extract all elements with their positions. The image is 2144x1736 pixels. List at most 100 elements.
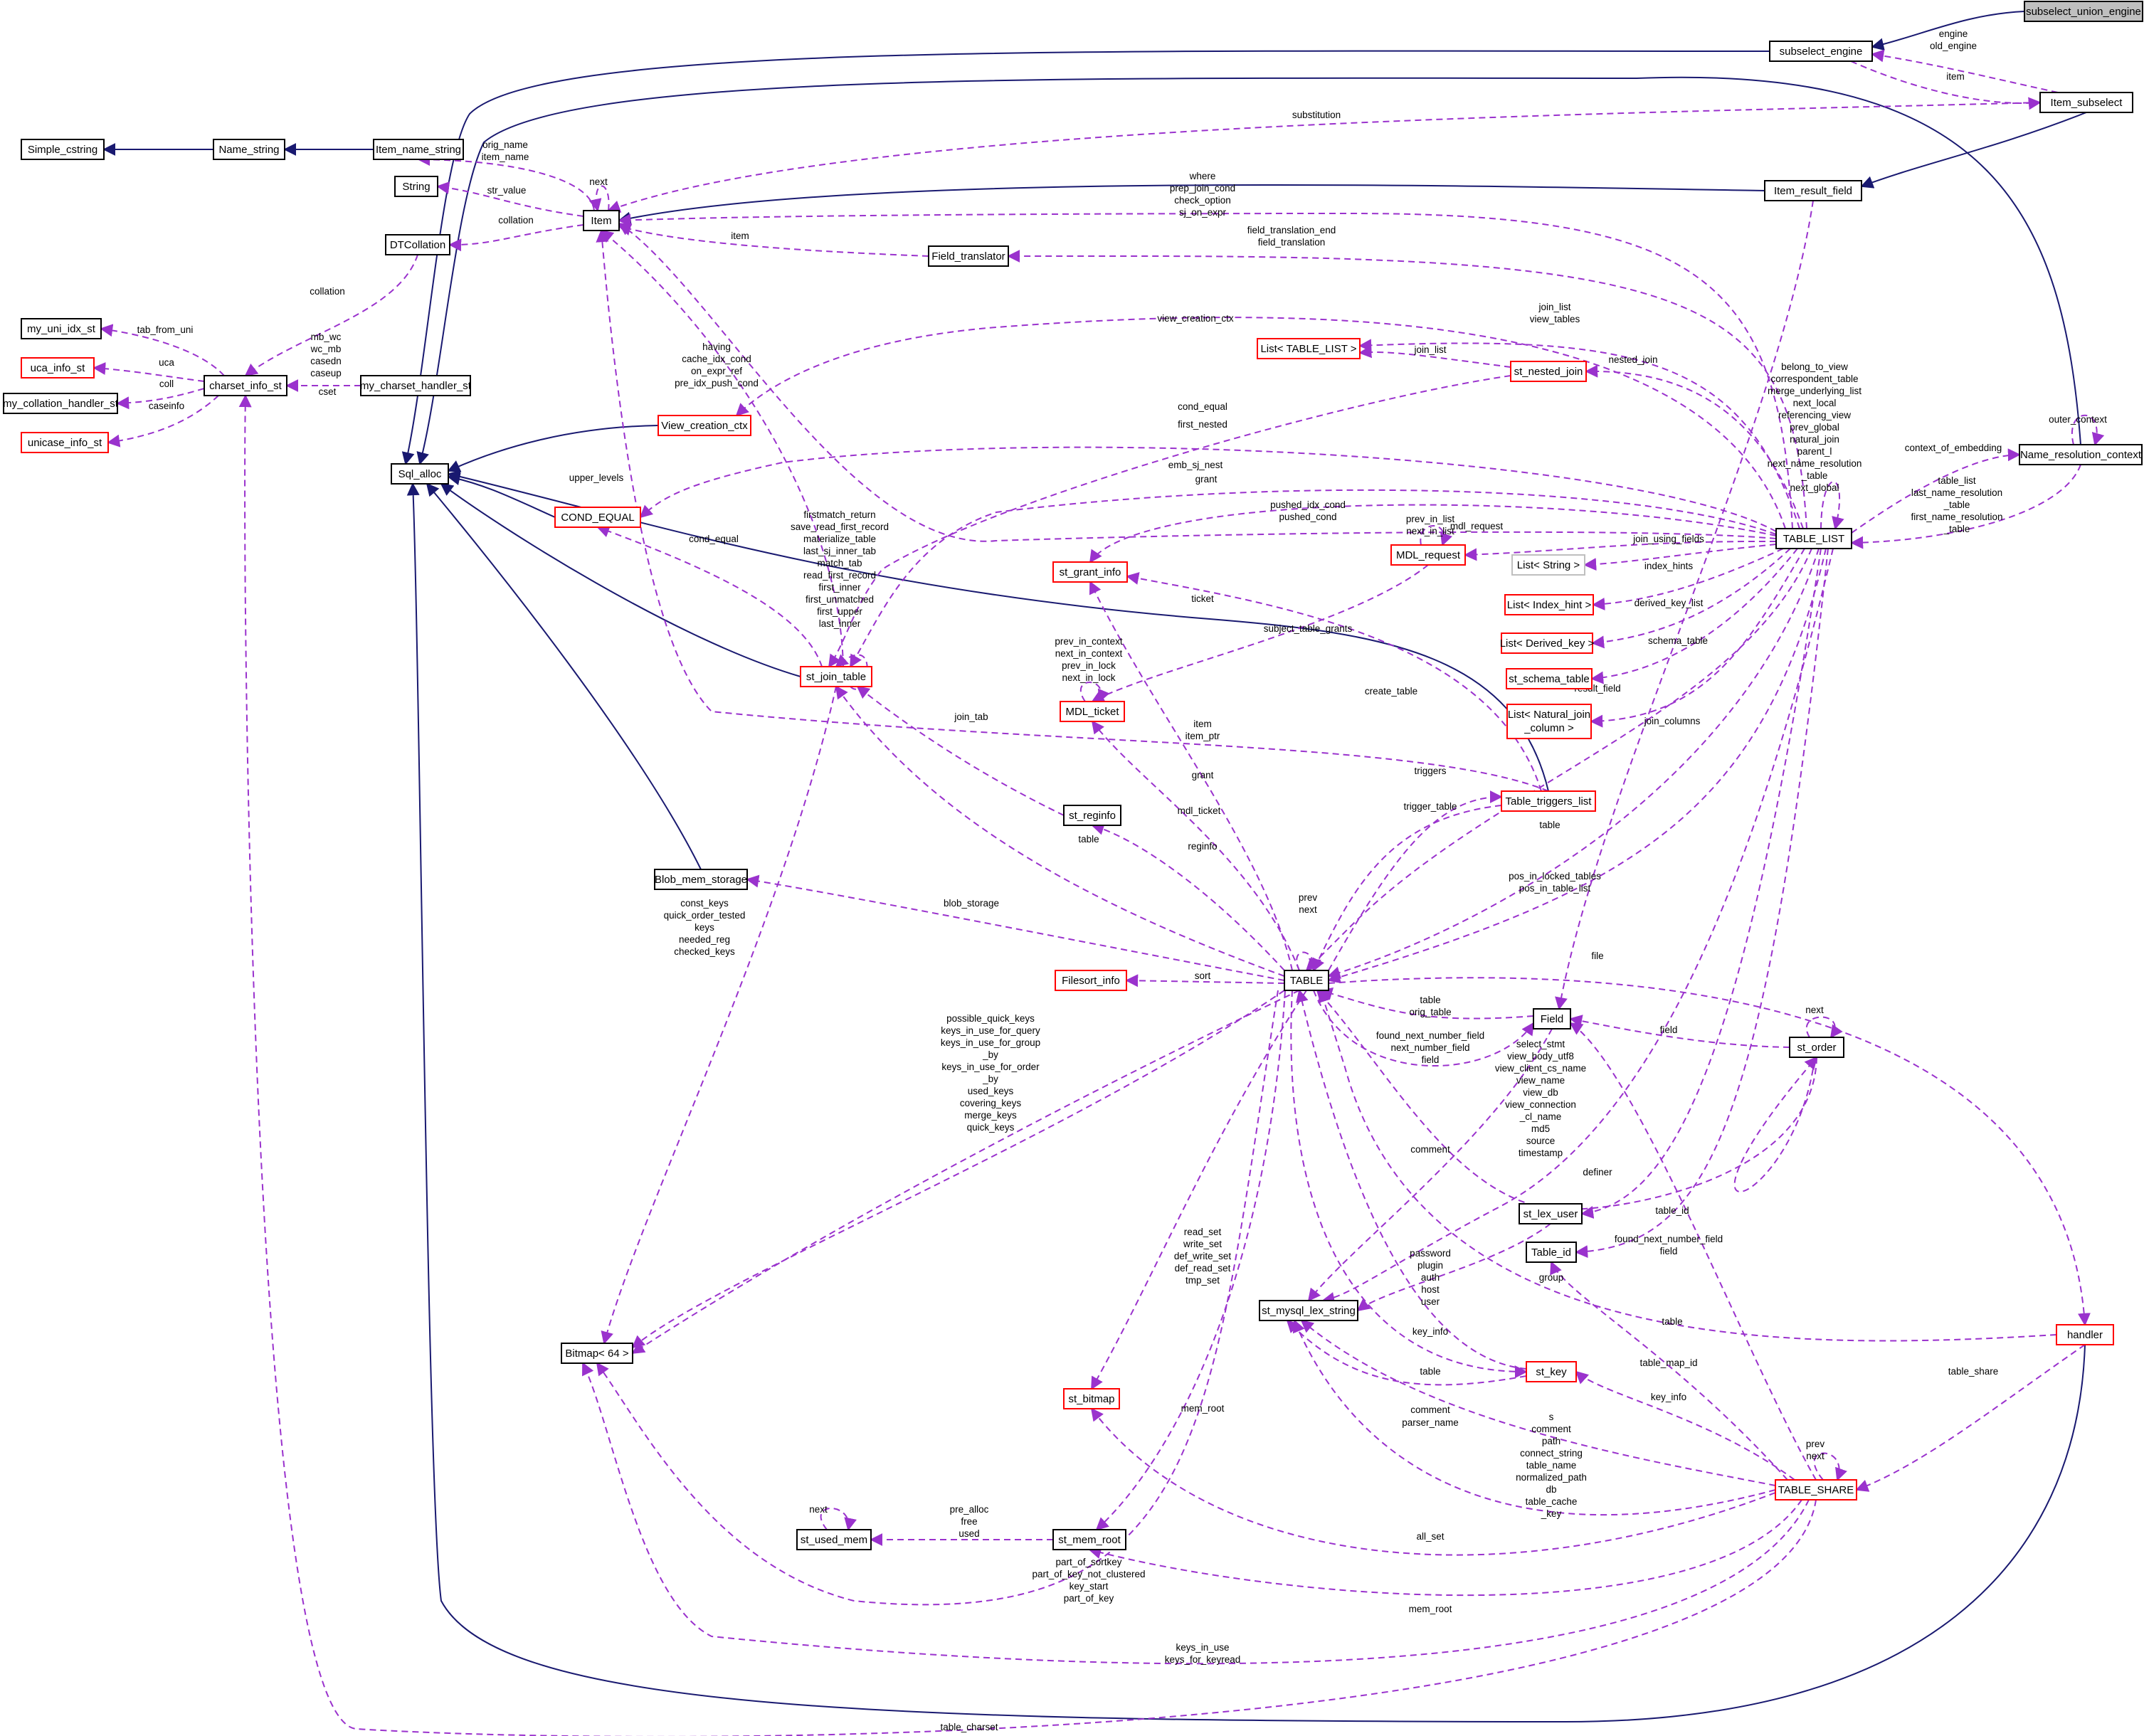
class-node-item[interactable]: Item — [583, 210, 620, 231]
edge-label-line: join_list — [1538, 302, 1570, 312]
class-node-st-nested-join[interactable]: st_nested_join — [1510, 361, 1587, 382]
edge-label-line: context_of_embedding — [1905, 443, 2002, 453]
class-node-bitmap64[interactable]: Bitmap< 64 > — [561, 1343, 633, 1364]
class-node-my-charset-handler-st[interactable]: my_charset_handler_st — [360, 375, 472, 396]
class-node-table-share[interactable]: TABLE_SHARE — [1775, 1479, 1857, 1501]
edge-label-line: pos_in_locked_tables — [1509, 871, 1601, 882]
edge-label-line: password — [1410, 1248, 1451, 1259]
usage-edge — [1358, 339, 1800, 529]
class-node-string[interactable]: String — [394, 176, 438, 197]
class-node-st-bitmap[interactable]: st_bitmap — [1063, 1388, 1120, 1409]
class-node-table-list[interactable]: TABLE_LIST — [1775, 528, 1852, 549]
edge-label-line: source — [1526, 1136, 1556, 1146]
class-node-handler[interactable]: handler — [2056, 1324, 2114, 1345]
class-node-subselect-engine[interactable]: subselect_engine — [1769, 41, 1873, 62]
edge-label-line: last_name_resolution — [1911, 487, 2002, 498]
usage-edge — [596, 229, 1549, 792]
edge-label-view-creation-ctx: view_creation_ctx — [1157, 313, 1234, 324]
edge-label-next-item: next — [589, 176, 608, 187]
class-node-uca-info-st[interactable]: uca_info_st — [21, 357, 95, 379]
edge-label-line: field — [1660, 1246, 1678, 1256]
class-node-st-lex-user[interactable]: st_lex_user — [1519, 1203, 1583, 1224]
usage-edge — [1290, 990, 1528, 1379]
edge-label-line: field_translation_end — [1247, 225, 1336, 235]
edge-label-line: index_hints — [1644, 561, 1694, 571]
class-name: String — [402, 181, 430, 193]
edge-label-line: schema_table — [1648, 635, 1708, 646]
edge-label-line: _table — [1943, 499, 1970, 510]
class-node-list-index-hint[interactable]: List< Index_hint > — [1504, 594, 1594, 615]
edge-label-line: file — [1591, 951, 1603, 961]
class-node-st-schema-table[interactable]: st_schema_table — [1506, 668, 1593, 689]
class-box — [1775, 1479, 1857, 1501]
class-node-field-translator[interactable]: Field_translator — [928, 245, 1009, 267]
class-node-view-creation-ctx[interactable]: View_creation_ctx — [658, 415, 751, 436]
class-node-dtcollation[interactable]: DTCollation — [385, 234, 450, 255]
class-node-table[interactable]: TABLE — [1284, 970, 1329, 991]
edge-label-line: view_name — [1516, 1075, 1565, 1086]
class-name: st_bitmap — [1068, 1393, 1114, 1405]
class-node-mdl-ticket[interactable]: MDL_ticket — [1060, 701, 1125, 722]
edge-label-line: grant — [1195, 474, 1218, 485]
edge-label-line: uca — [159, 357, 174, 368]
class-node-sql-alloc[interactable]: Sql_alloc — [391, 463, 449, 485]
class-node-item-name-string[interactable]: Item_name_string — [373, 139, 464, 160]
class-node-list-string[interactable]: List< String > — [1511, 554, 1585, 576]
class-node-subselect-union-engine[interactable]: subselect_union_engine — [2024, 1, 2143, 22]
class-node-simple-cstring[interactable]: Simple_cstring — [21, 139, 105, 160]
class-node-item-subselect[interactable]: Item_subselect — [2039, 92, 2133, 113]
class-name: st_lex_user — [1523, 1208, 1578, 1220]
class-node-list-table-list[interactable]: List< TABLE_LIST > — [1257, 338, 1361, 359]
class-node-st-key[interactable]: st_key — [1526, 1361, 1577, 1382]
edge-label-join-columns: join_columns — [1644, 716, 1701, 726]
edge-label-line: nested_join — [1608, 354, 1657, 365]
class-box — [21, 432, 109, 453]
class-node-name-string[interactable]: Name_string — [213, 139, 285, 160]
class-name: List< String > — [1517, 559, 1580, 571]
class-node-st-order[interactable]: st_order — [1789, 1037, 1844, 1058]
edge-label-line: _cl_name — [1519, 1111, 1562, 1122]
class-node-cond-equal[interactable]: COND_EQUAL — [554, 507, 641, 528]
class-node-name-resolution-context[interactable]: Name_resolution_context — [2019, 444, 2143, 465]
class-node-st-reginfo[interactable]: st_reginfo — [1063, 805, 1121, 826]
usage-edge — [1319, 988, 1534, 1020]
class-node-st-join-table[interactable]: st_join_table — [800, 666, 872, 687]
edge-label-line: str_value — [487, 185, 527, 196]
class-node-unicase-info-st[interactable]: unicase_info_st — [21, 432, 109, 453]
class-node-list-derived-key[interactable]: List< Derived_key > — [1500, 633, 1595, 654]
class-node-blob-mem-storage[interactable]: Blob_mem_storage — [654, 869, 748, 890]
class-node-table-id[interactable]: Table_id — [1526, 1242, 1577, 1263]
edge-label-line: next_local — [1793, 398, 1837, 408]
edge-label-line: prep_join_cond — [1170, 183, 1235, 194]
edge-label-line: plugin — [1417, 1260, 1443, 1271]
class-node-filesort-info[interactable]: Filesort_info — [1055, 970, 1127, 991]
class-box — [1526, 1242, 1577, 1263]
edge-label-line: referencing_view — [1778, 410, 1851, 420]
class-box — [1511, 554, 1585, 576]
class-node-mdl-request[interactable]: MDL_request — [1390, 544, 1466, 566]
class-node-charset-info-st[interactable]: charset_info_st — [204, 375, 287, 396]
edge-label-line: comment — [1531, 1424, 1571, 1434]
edge-label-line: caseup — [310, 368, 342, 379]
edge-label-item-field-translator: item — [731, 231, 749, 241]
class-node-my-collation-handler-st[interactable]: my_collation_handler_st — [3, 393, 119, 414]
inheritance-edges — [102, 11, 2087, 1723]
class-node-st-used-mem[interactable]: st_used_mem — [796, 1529, 872, 1550]
class-node-st-mysql-lex-string[interactable]: st_mysql_lex_string — [1259, 1300, 1358, 1321]
class-node-table-triggers-list[interactable]: Table_triggers_list — [1501, 790, 1596, 812]
usage-edge — [1089, 581, 1293, 971]
edge-label-line: mb_wc — [311, 332, 342, 342]
edge-label-emb-sj-nest: emb_sj_nest — [1168, 460, 1223, 470]
class-name: TABLE_LIST — [1783, 533, 1844, 545]
edge-label-line: free — [961, 1516, 977, 1527]
edge-label-line: pushed_cond — [1279, 512, 1336, 522]
class-node-list-natural-join-column[interactable]: List< Natural_join_column > — [1506, 704, 1592, 739]
class-node-st-grant-info[interactable]: st_grant_info — [1052, 561, 1128, 583]
class-node-item-result-field[interactable]: Item_result_field — [1764, 180, 1862, 201]
usage-edge — [639, 446, 1777, 532]
class-node-st-mem-root[interactable]: st_mem_root — [1052, 1529, 1126, 1550]
class-node-field[interactable]: Field — [1533, 1008, 1571, 1030]
class-node-my-uni-idx-st[interactable]: my_uni_idx_st — [21, 318, 102, 339]
